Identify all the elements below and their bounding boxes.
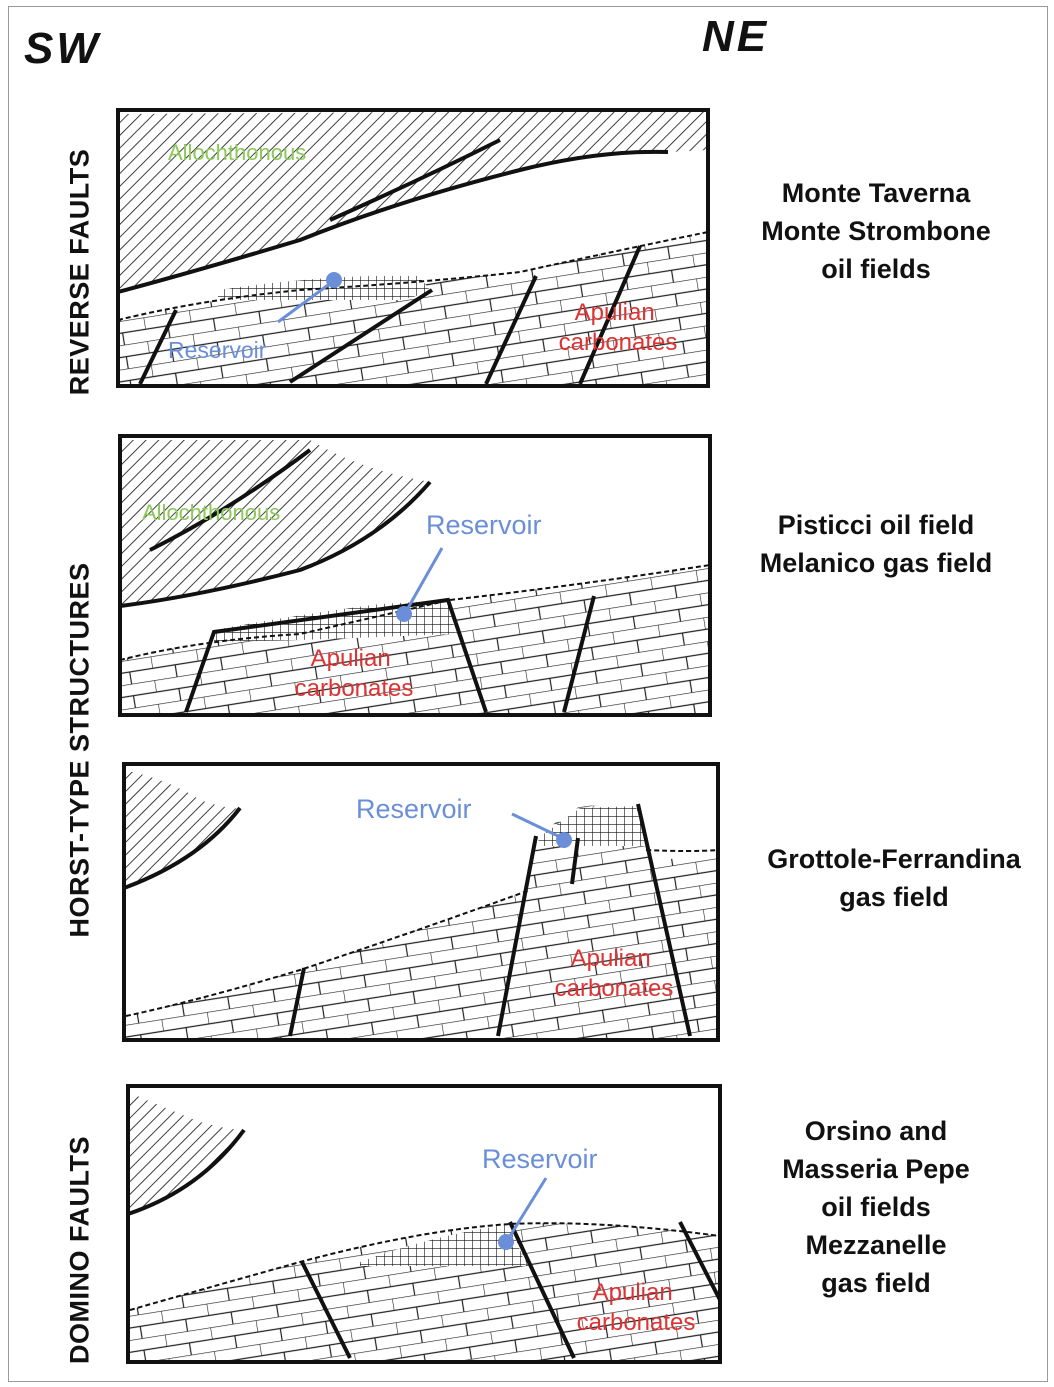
reservoir-cap	[214, 600, 456, 642]
field-line: Orsino and	[804, 1116, 948, 1146]
field-line: gas field	[839, 882, 949, 912]
field-line: gas field	[821, 1268, 931, 1298]
direction-sw: SW	[24, 24, 101, 73]
field-line: Pisticci oil field	[777, 510, 975, 540]
allochthonous-label: Allochthonous	[142, 500, 280, 525]
horst-block	[498, 804, 690, 1036]
field-line: Masseria Pepe	[782, 1154, 970, 1184]
allochthonous-label: Allochthonous	[168, 140, 306, 165]
allochthonous-body	[128, 1092, 244, 1214]
allochthonous-body	[124, 770, 240, 888]
field-label-panel-3: Grottole-Ferrandina gas field	[734, 840, 1054, 916]
carbonates-line: Apulian	[571, 945, 651, 972]
panel-4-section: Reservoir Apulian carbonates	[126, 1084, 722, 1364]
panel-1-section: Allochthonous Reservoir Apulian carbonat…	[116, 108, 710, 388]
carbonates-line: carbonates	[295, 675, 414, 702]
reservoir-label: Reservoir	[168, 337, 267, 363]
reservoir-dot	[498, 1234, 514, 1250]
panel-3-section: Reservoir Apulian carbonates	[122, 762, 720, 1042]
field-line: Monte Taverna	[781, 178, 971, 208]
field-line: oil fields	[821, 254, 931, 284]
carbonates-label: Apulian carbonates	[559, 299, 678, 356]
reservoir-label: Reservoir	[356, 794, 472, 824]
carbonates-label: Apulian carbonates	[295, 645, 414, 702]
reservoir-dot	[326, 272, 342, 288]
carbonate-body	[118, 232, 708, 386]
carbonates-line: carbonates	[559, 329, 678, 356]
reservoir-dot	[556, 832, 572, 848]
carbonates-line: Apulian	[311, 645, 391, 672]
field-label-panel-1: Monte Taverna Monte Strombone oil fields	[716, 174, 1036, 288]
carbonate-body	[130, 1223, 720, 1360]
carbonates-line: Apulian	[575, 299, 655, 326]
field-line: Melanico gas field	[759, 548, 993, 578]
carbonates-label: Apulian carbonates	[577, 1279, 696, 1336]
panel-2-section: Allochthonous Reservoir Apulian carbonat…	[118, 434, 712, 717]
carbonates-label: Apulian carbonates	[555, 945, 674, 1002]
reservoir-cap	[360, 1224, 526, 1266]
figure-frame	[8, 6, 1048, 1382]
field-line: Monte Strombone	[761, 216, 991, 246]
field-label-panel-2: Pisticci oil field Melanico gas field	[716, 506, 1036, 582]
field-line: oil fields	[821, 1192, 931, 1222]
reservoir-label: Reservoir	[426, 510, 542, 540]
field-line: Grottole-Ferrandina	[767, 844, 1021, 874]
carbonate-body	[120, 565, 710, 715]
reservoir-label: Reservoir	[482, 1144, 598, 1174]
reservoir-dot	[396, 606, 412, 622]
carbonates-line: carbonates	[577, 1309, 696, 1336]
allochthonous-body	[118, 110, 708, 292]
carbonates-line: Apulian	[593, 1279, 673, 1306]
field-label-panel-4: Orsino and Masseria Pepe oil fields Mezz…	[716, 1112, 1036, 1302]
carbonates-line: carbonates	[555, 975, 674, 1002]
allochthonous-body	[120, 440, 430, 606]
field-line: Mezzanelle	[805, 1230, 947, 1260]
direction-ne: NE	[702, 12, 770, 61]
